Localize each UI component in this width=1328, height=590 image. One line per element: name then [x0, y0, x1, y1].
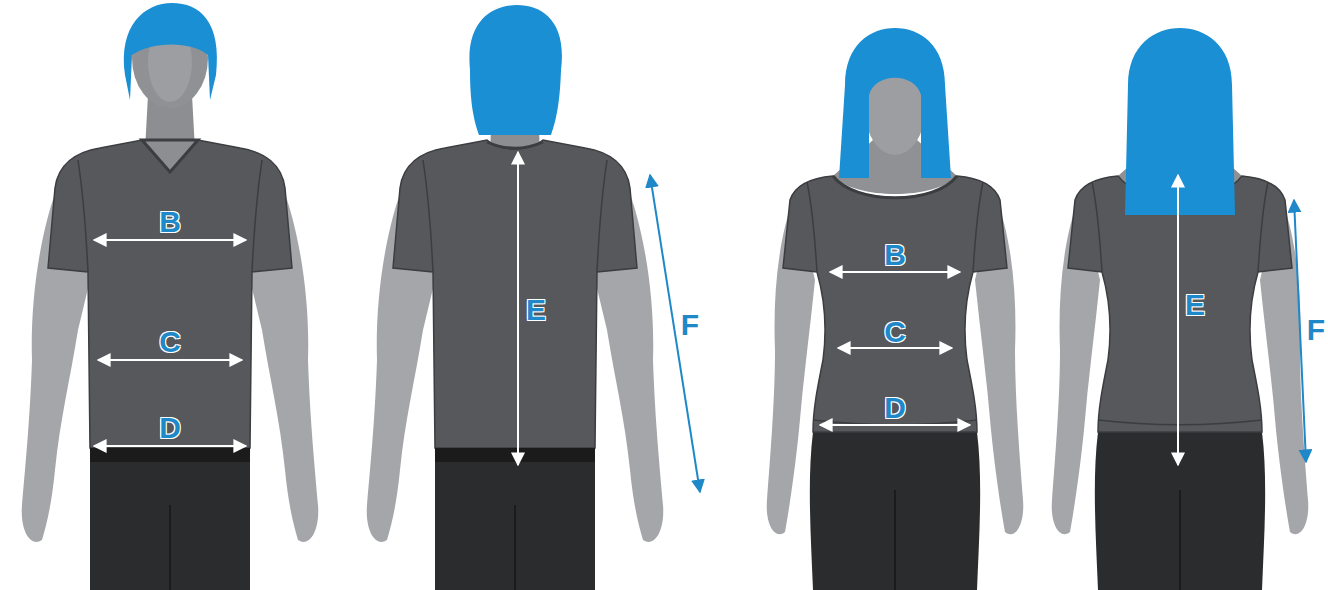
female-head	[833, 28, 957, 198]
measure-letter: C	[159, 327, 181, 357]
male-body	[367, 95, 664, 590]
measure-arrow	[820, 424, 970, 426]
measure-letter: B	[884, 240, 906, 270]
measure-arrow	[94, 239, 246, 241]
measure-arrow	[517, 152, 519, 465]
male-head	[469, 5, 562, 148]
female-back-figure	[1052, 28, 1309, 590]
male-back-figure	[367, 5, 664, 590]
measure-letter: F	[1307, 315, 1325, 345]
measure-letter: C	[884, 317, 906, 347]
measure-letter: B	[159, 207, 181, 237]
measure-letter: D	[159, 413, 181, 443]
measure-arrow	[838, 347, 952, 349]
female-front-figure	[767, 28, 1024, 590]
measure-letter: D	[884, 393, 906, 423]
male-head	[124, 3, 217, 172]
measure-letter: E	[526, 295, 546, 325]
sleeve-arrow	[1294, 200, 1306, 462]
measure-arrow	[98, 359, 242, 361]
measure-arrow	[1177, 175, 1179, 465]
female-head	[1125, 28, 1235, 215]
measure-letter: F	[681, 310, 699, 340]
measure-arrow	[94, 445, 246, 447]
measure-arrow	[830, 271, 960, 273]
male-front-figure	[22, 3, 319, 590]
sleeve-arrow	[650, 175, 700, 492]
measure-letter: E	[1185, 290, 1205, 320]
female-body	[767, 140, 1024, 590]
